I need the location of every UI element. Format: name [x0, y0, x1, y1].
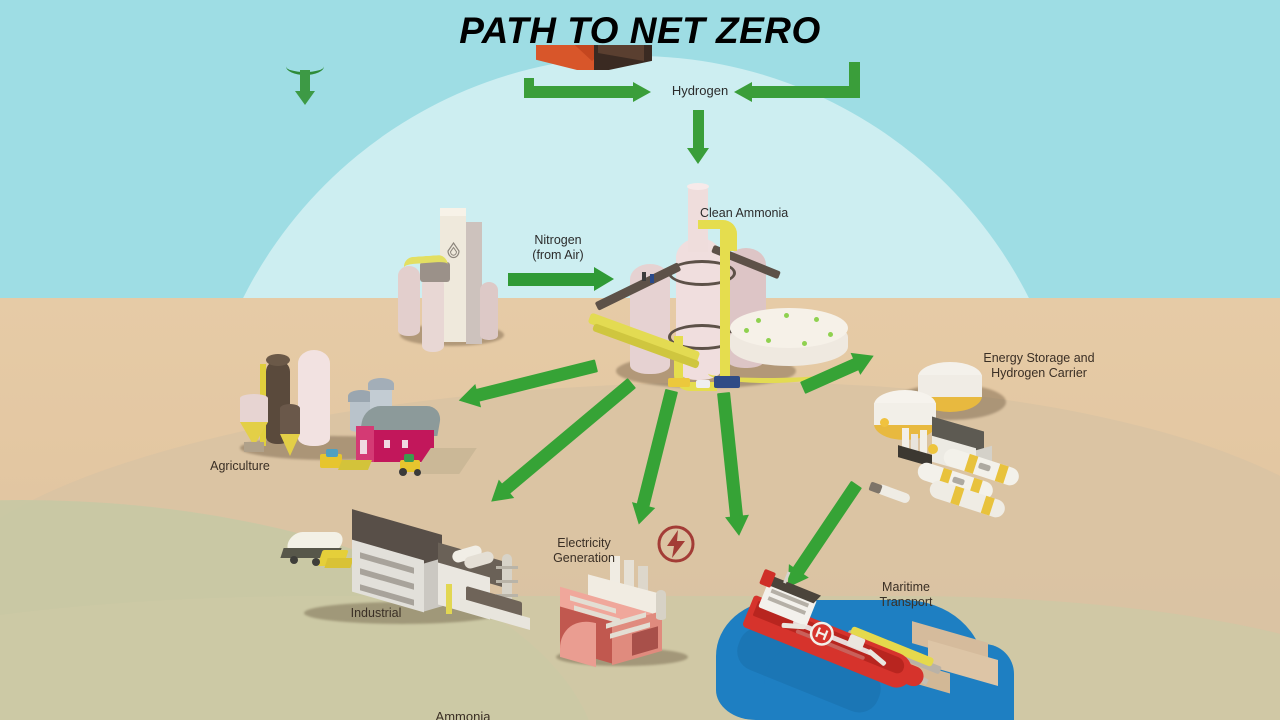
- electricity-scene: [548, 556, 698, 668]
- silo-white-large: [298, 350, 330, 446]
- plant-storage-valve-1: [756, 318, 761, 323]
- asu-cylinder-2: [422, 274, 444, 352]
- asu-tower-side: [466, 222, 482, 344]
- hydrogen-arrow-left-head: [633, 82, 651, 102]
- plant-vehicle-yellow: [668, 378, 690, 387]
- hydrogen-arrow-right-shaft: [752, 86, 852, 98]
- hydrogen-to-plant-shaft: [693, 110, 704, 150]
- hydrogen-label: Hydrogen: [671, 83, 729, 98]
- storage-trailer: [866, 479, 915, 512]
- power-stack-2: [624, 560, 634, 594]
- silo-pink-legs: [244, 442, 264, 452]
- barn-window-2: [402, 440, 408, 448]
- nitrogen-arrow-shaft: [508, 273, 596, 286]
- droplet-icon: [447, 241, 460, 259]
- agriculture-scene: [236, 348, 477, 488]
- industrial-pipe-yellow: [446, 584, 452, 614]
- nitrogen-arrow-head: [594, 267, 614, 291]
- plant-storage-valve-2: [784, 313, 789, 318]
- industrial-scene: [280, 509, 530, 632]
- plant-riser-elbow: [698, 220, 737, 251]
- plant-storage-valve-7: [744, 328, 749, 333]
- agriculture-label: Agriculture: [210, 459, 270, 473]
- plant-storage-tank-top: [730, 308, 848, 348]
- plant-storage-valve-4: [828, 332, 833, 337]
- asu-cylinder-3: [480, 282, 498, 340]
- hydrogen-arrow-right-stem: [849, 62, 860, 98]
- energy-storage-label: Energy Storage and Hydrogen Carrier: [983, 351, 1095, 380]
- plant-worker-2: [650, 274, 654, 283]
- storage-stack-1: [902, 428, 909, 452]
- down-arrow-icon: [295, 91, 315, 105]
- combine-harvester: [320, 449, 373, 474]
- power-stack-1: [610, 556, 620, 592]
- clean-ammonia-plant: [587, 183, 848, 396]
- power-stack-3: [638, 566, 648, 596]
- maritime-scene: [716, 568, 1014, 720]
- tractor: [399, 448, 477, 480]
- ammonia-bottom-label: Ammonia: [435, 709, 491, 720]
- plant-worker-1: [642, 272, 646, 281]
- plant-storage-valve-3: [814, 317, 819, 322]
- hydrogen-h-icon: [805, 617, 839, 651]
- air-separation-unit: [392, 208, 512, 352]
- plant-vehicle-white: [696, 380, 710, 388]
- barn-door: [360, 440, 367, 454]
- plant-storage-valve-6: [766, 338, 771, 343]
- storage-tank-front-wall: [874, 403, 936, 425]
- lightning-bolt-icon: [656, 524, 696, 564]
- plant-stack: [688, 186, 708, 252]
- plant-storage-valve-5: [802, 341, 807, 346]
- silo-pink: [240, 394, 268, 424]
- asu-tower-top: [440, 208, 466, 216]
- plant-walkway-upper: [668, 260, 736, 286]
- plant-riser-pipe: [720, 226, 730, 384]
- storage-tank-back-wall: [918, 375, 982, 397]
- silo-dark-cap: [266, 354, 290, 366]
- storage-stack-2: [911, 434, 918, 454]
- bin-grey-2-roof: [368, 378, 394, 390]
- nitrogen-label: Nitrogen (from Air): [532, 233, 584, 262]
- hydrogen-arrow-right-head: [734, 82, 752, 102]
- energy-storage-scene: [866, 360, 1066, 530]
- bin-grey-1-roof: [348, 390, 374, 402]
- hydrogen-to-plant-head: [687, 148, 709, 164]
- plant-stack-top: [687, 183, 709, 190]
- asu-cylinder-1: [398, 266, 420, 336]
- plant-base-yellow-ring: [708, 364, 828, 383]
- tanker-truck: [280, 532, 356, 576]
- cargo-ship: [726, 568, 936, 720]
- silo-small-hopper: [280, 434, 300, 456]
- barn-body: [362, 430, 434, 462]
- silo-dark-small: [280, 404, 300, 436]
- renewables-thumbnail: [536, 45, 656, 70]
- asu-yellow-pipe: [403, 254, 449, 281]
- storage-module-badge: [928, 444, 938, 454]
- distillation-column: [496, 554, 518, 610]
- plant-pipe-loop: [674, 336, 717, 391]
- storage-tank-gauge: [880, 418, 889, 427]
- asu-mid-block: [420, 262, 450, 282]
- electricity-label: Electricity Generation: [553, 536, 615, 565]
- plant-vehicle-blue: [714, 376, 740, 388]
- barn-window-1: [384, 440, 390, 448]
- down-arrow-shaft: [300, 70, 310, 92]
- page-title: PATH TO NET ZERO: [459, 10, 821, 51]
- storage-stack-3: [920, 430, 927, 454]
- hydrogen-arrow-left-shaft: [524, 86, 635, 98]
- maritime-label: Maritime Transport: [879, 580, 933, 609]
- industrial-label: Industrial: [350, 606, 402, 620]
- power-side-tank: [656, 590, 666, 620]
- clean-ammonia-label: Clean Ammonia: [700, 206, 789, 220]
